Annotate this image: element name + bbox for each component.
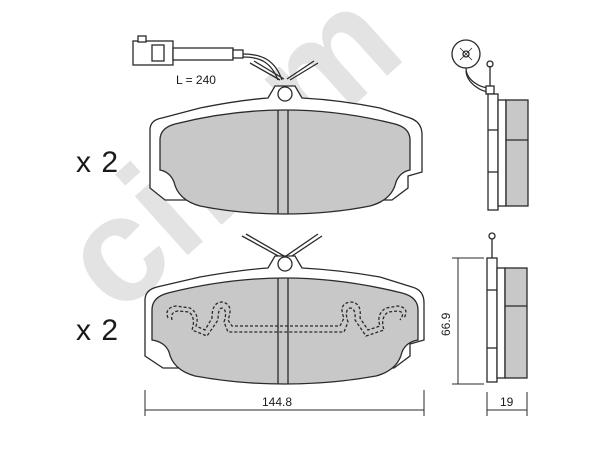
bottom-pad-front-view — [144, 233, 425, 385]
bottom-friction-pad — [151, 277, 419, 385]
wear-indicator-channel — [166, 301, 407, 331]
quantity-label-top: x 2 — [76, 146, 120, 179]
wear-sensor-connector — [132, 35, 283, 81]
top-friction-pad — [159, 109, 411, 215]
top-pad-front-view — [132, 35, 423, 215]
height-dimension-label: 66.9 — [439, 312, 453, 336]
dimension-lines — [144, 257, 528, 416]
top-pad-side-view — [451, 39, 529, 211]
wire-length-label: L = 240 — [176, 73, 216, 87]
bottom-pad-side-view — [486, 232, 528, 383]
width-dimension-label: 144.8 — [262, 395, 292, 409]
thickness-dimension-label: 19 — [500, 395, 514, 409]
quantity-label-bottom: x 2 — [76, 314, 120, 347]
